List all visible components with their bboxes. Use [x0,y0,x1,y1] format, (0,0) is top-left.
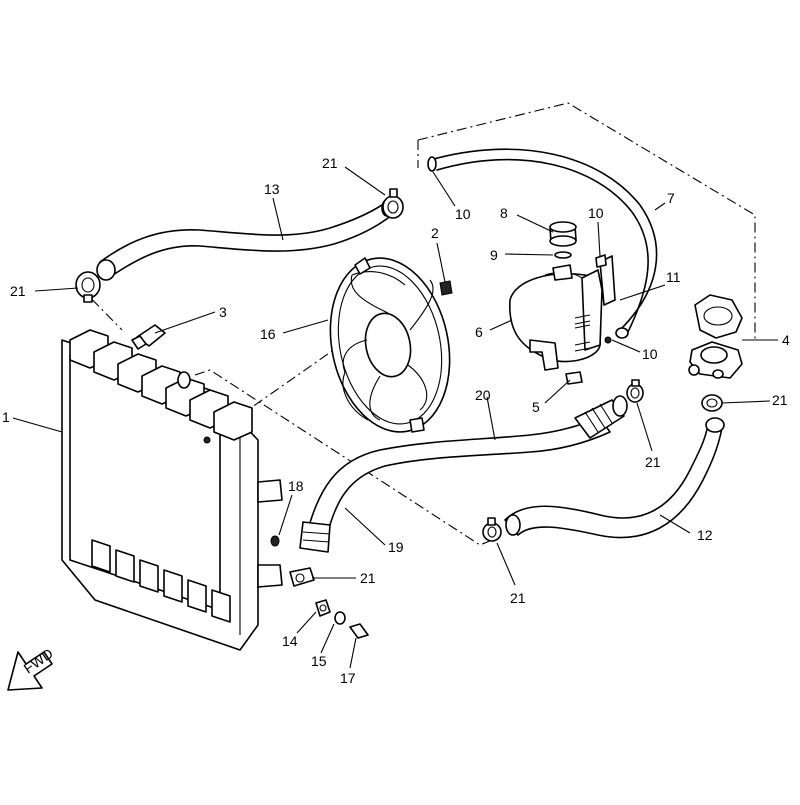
fwd-arrow: FWD [7,645,56,691]
callout-21-b: 21 [322,155,338,171]
callout-21-f: 21 [360,570,376,586]
callout-6: 6 [475,324,483,340]
fasteners [270,535,369,639]
lower-hose [504,417,725,539]
callout-21-e: 21 [510,590,526,606]
callout-13: 13 [264,181,280,197]
callout-21-a: 21 [10,283,26,299]
callout-9: 9 [490,247,498,263]
callout-18: 18 [288,478,304,494]
upper-hose [96,199,393,281]
callout-7: 7 [667,190,675,206]
leader-lines [12,166,778,669]
callout-17: 17 [340,670,356,686]
callout-15: 15 [311,653,327,669]
callout-20: 20 [475,387,491,403]
reservoir-tank [509,221,616,385]
radiator-cap [688,294,743,379]
temperature-switch [131,324,166,350]
callout-5: 5 [532,399,540,415]
callout-21-d: 21 [645,454,661,470]
callout-3: 3 [219,304,227,320]
callout-21-c: 21 [772,392,788,408]
callout-10-c: 10 [642,346,658,362]
long-hose [299,395,628,553]
callout-10-b: 10 [588,205,604,221]
callout-1: 1 [2,409,10,425]
callout-2: 2 [431,225,439,241]
overflow-hose [427,148,658,339]
callout-16: 16 [260,326,276,342]
bolt [439,280,453,296]
callout-14: 14 [282,633,298,649]
callout-4: 4 [782,332,790,348]
radiator [61,329,283,651]
cooling-fan [329,257,451,433]
callout-10-a: 10 [455,206,471,222]
callout-19: 19 [388,539,404,555]
callout-8: 8 [500,205,508,221]
callout-11: 11 [666,269,681,285]
hose-clamps [75,188,723,587]
callout-labels: 1 2 3 4 5 6 7 8 9 10 10 10 11 12 13 14 1… [2,155,790,686]
callout-12: 12 [697,527,713,543]
